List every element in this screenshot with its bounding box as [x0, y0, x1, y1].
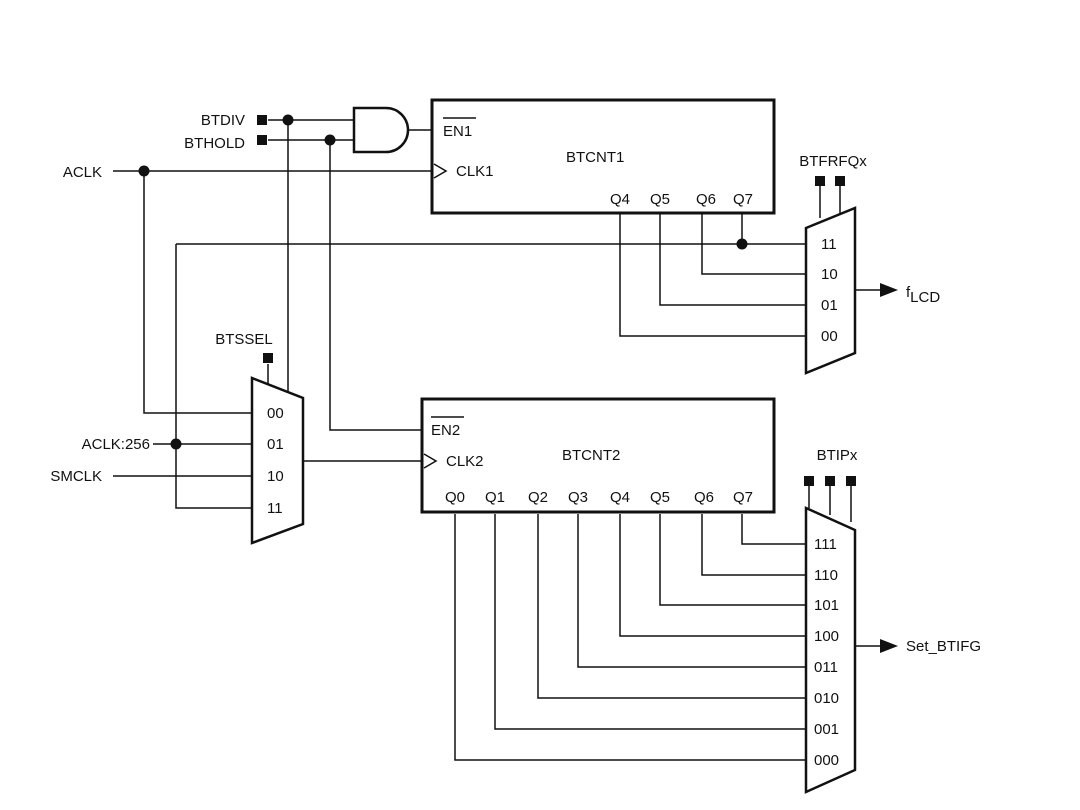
btcnt1-en-label: EN1: [443, 123, 472, 140]
bthold-pin: [257, 135, 267, 145]
flcd-mux: 11 10 01 00: [804, 206, 857, 375]
btcnt2-q5: Q5: [650, 489, 670, 506]
clock-mux-input-11: 11: [267, 500, 283, 517]
flcd-label-main: f: [906, 284, 911, 301]
btifg-mux-input-110: 110: [814, 567, 838, 584]
btcnt2-q1: Q1: [485, 489, 505, 506]
btcnt2-q6: Q6: [694, 489, 714, 506]
flcd-label-sub: LCD: [910, 289, 940, 306]
btcnt1-clk-label: CLK1: [456, 163, 494, 180]
clock-mux-input-10: 10: [267, 468, 284, 485]
signal-labels: BTDIV BTHOLD ACLK ACLK:256 SMCLK BTSSEL …: [50, 112, 981, 655]
btifg-mux: 111 110 101 100 011 010 001 000: [804, 506, 857, 794]
btipx-pin: [825, 476, 835, 486]
btfrfqx-label: BTFRFQx: [799, 153, 867, 170]
btifg-mux-input-010: 010: [814, 690, 839, 707]
flcd-mux-input-11: 11: [821, 236, 837, 253]
bthold-label: BTHOLD: [184, 135, 245, 152]
btcnt1-q4: Q4: [610, 191, 630, 208]
junction-dot: [324, 134, 336, 146]
flcd-label: fLCD: [906, 284, 940, 306]
flcd-arrow-icon: [880, 283, 898, 297]
btipx-pin: [846, 476, 856, 486]
btcnt2-en-label: EN2: [431, 422, 460, 439]
btcnt1-name: BTCNT1: [566, 149, 624, 166]
aclk-label: ACLK: [63, 164, 102, 181]
flcd-mux-input-01: 01: [821, 297, 838, 314]
smclk-label: SMCLK: [50, 468, 102, 485]
and-gate: [352, 106, 410, 154]
btifg-mux-input-000: 000: [814, 752, 839, 769]
btcnt2-q7: Q7: [733, 489, 753, 506]
btifg-mux-input-101: 101: [814, 597, 839, 614]
btifg-mux-input-111: 111: [814, 536, 837, 553]
junction-dot: [138, 165, 150, 177]
btipx-label: BTIPx: [817, 447, 858, 464]
flcd-mux-input-10: 10: [821, 266, 838, 283]
btcnt2-q3: Q3: [568, 489, 588, 506]
btcnt2-clk-label: CLK2: [446, 453, 484, 470]
btdiv-pin: [257, 115, 267, 125]
btcnt1-q6: Q6: [696, 191, 716, 208]
btifg-mux-input-100: 100: [814, 628, 839, 645]
btdiv-label: BTDIV: [201, 112, 245, 129]
btifg-mux-input-011: 011: [814, 659, 838, 676]
btipx-pin: [804, 476, 814, 486]
btfrfqx-pin: [835, 176, 845, 186]
aclk256-label: ACLK:256: [82, 436, 150, 453]
btifg-arrow-icon: [880, 639, 898, 653]
wires: [113, 119, 884, 761]
junction-dot: [282, 114, 294, 126]
junction-dot: [170, 438, 182, 450]
clock-select-mux: 00 01 10 11: [250, 376, 305, 545]
btfrfqx-pin: [815, 176, 825, 186]
btcnt2-name: BTCNT2: [562, 447, 620, 464]
btcnt2-q2: Q2: [528, 489, 548, 506]
flcd-mux-input-00: 00: [821, 328, 838, 345]
btcnt1-q5: Q5: [650, 191, 670, 208]
junction-dot: [736, 238, 748, 250]
btcnt1-q7: Q7: [733, 191, 753, 208]
btcnt2-q0: Q0: [445, 489, 465, 506]
btssel-label: BTSSEL: [215, 331, 273, 348]
btcnt1-block: EN1 CLK1 BTCNT1 Q4 Q5 Q6 Q7: [430, 98, 776, 215]
btssel-pin: [263, 353, 273, 363]
pins: [257, 115, 856, 486]
btifg-mux-input-001: 001: [814, 721, 839, 738]
btcnt2-block: EN2 CLK2 BTCNT2 Q0 Q1 Q2 Q3 Q4 Q5 Q6 Q7: [420, 397, 776, 514]
clock-mux-input-00: 00: [267, 405, 284, 422]
clock-mux-input-01: 01: [267, 436, 284, 453]
junction-dots: [138, 114, 748, 450]
btcnt2-q4: Q4: [610, 489, 630, 506]
set-btifg-label: Set_BTIFG: [906, 638, 981, 655]
